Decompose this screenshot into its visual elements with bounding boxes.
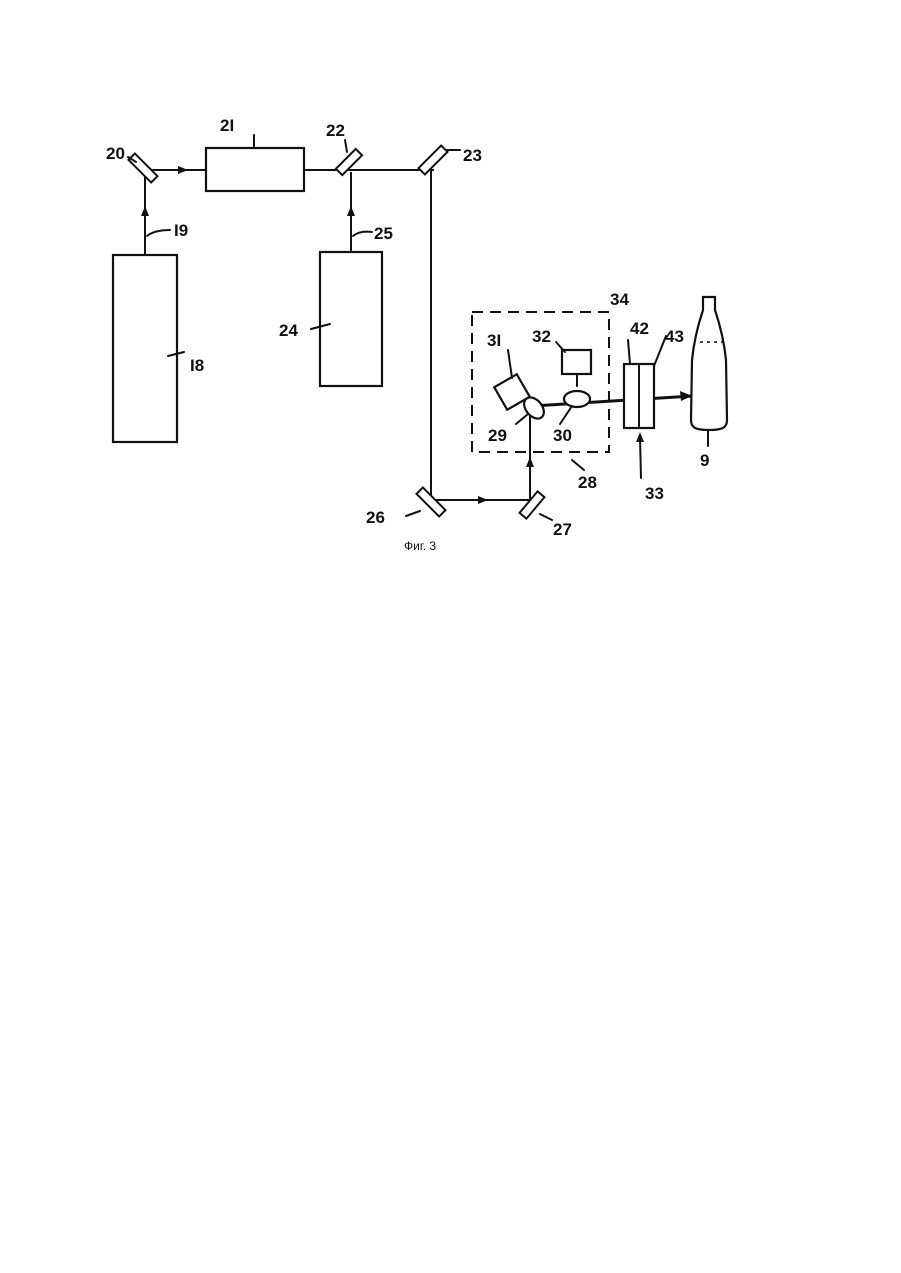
figure-caption: Фиг. 3 [404,539,436,553]
leader-27 [540,514,552,520]
leader-33-arrow [636,432,644,442]
leader-26 [406,511,420,516]
beam-output-arrow [680,391,692,401]
leader-32 [556,342,565,352]
leader-30 [560,406,572,424]
beam-bottom-arrow [478,496,488,504]
leader-42 [628,340,630,364]
leader-22 [345,140,347,152]
source-18 [113,255,177,442]
label-33: 33 [645,484,664,503]
leader-19 [147,230,170,236]
label-32: 32 [532,327,551,346]
label-20: 20 [106,144,125,163]
label-29: 29 [488,426,507,445]
leader-33 [640,438,641,478]
beam-19-arrow [141,206,149,216]
beam-up-27-arrow [526,457,534,467]
beam-output [533,396,692,406]
beam-25-arrow [347,206,355,216]
leader-28 [572,460,584,470]
label-30: 30 [553,426,572,445]
label-28: 28 [578,473,597,492]
label-25: 25 [374,224,393,243]
label-27: 27 [553,520,572,539]
leader-29 [516,414,528,424]
label-21: 2I [220,116,234,135]
leader-31 [508,350,512,378]
label-42: 42 [630,319,649,338]
label-23: 23 [463,146,482,165]
bottle-9 [691,297,727,430]
element-32 [562,350,591,374]
label-18: I8 [190,356,204,375]
element-21 [206,148,304,191]
leader-25 [353,232,372,236]
label-9: 9 [700,451,709,470]
lens-30 [564,391,590,407]
mirror-22 [336,149,362,175]
label-24: 24 [279,321,298,340]
label-22: 22 [326,121,345,140]
label-43: 43 [665,327,684,346]
label-34: 34 [610,290,629,309]
source-24 [320,252,382,386]
label-19: I9 [174,221,188,240]
label-31: 3I [487,331,501,350]
beam-top-arrow [178,166,188,174]
mirror-20 [129,154,158,183]
label-26: 26 [366,508,385,527]
